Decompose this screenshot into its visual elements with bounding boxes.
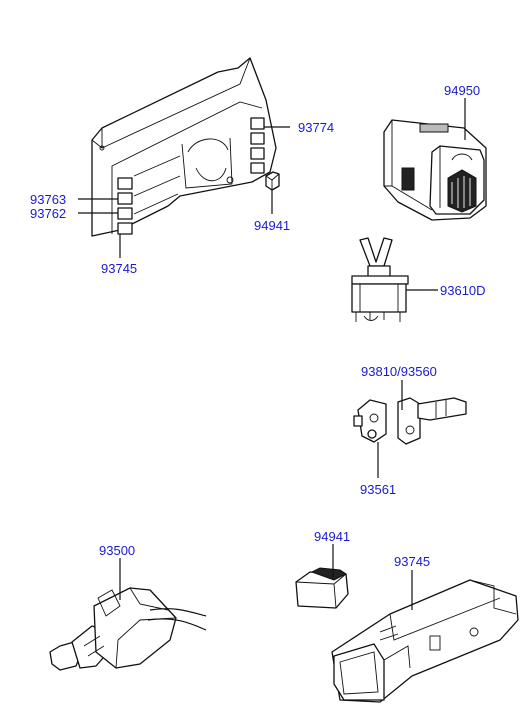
toggle-switch-93610D — [351, 237, 409, 322]
left-switch-blanks — [117, 177, 133, 235]
small-blank-cap-top — [265, 171, 280, 191]
label-93745-top: 93745 — [101, 261, 137, 276]
label-93610D: 93610D — [440, 283, 486, 298]
label-93810-93560: 93810/93560 — [361, 364, 437, 379]
label-94941-bottom: 94941 — [314, 529, 350, 544]
blank-cap-94941-bottom — [295, 567, 349, 609]
dashboard-panel — [91, 57, 277, 237]
label-94950: 94950 — [444, 83, 480, 98]
label-93762: 93762 — [30, 206, 66, 221]
label-94941-top: 94941 — [254, 218, 290, 233]
right-switch-blanks — [250, 117, 265, 174]
label-93561: 93561 — [360, 482, 396, 497]
label-93500: 93500 — [99, 543, 135, 558]
door-switch-93810 — [397, 397, 467, 445]
blank-switch-93745-bottom — [331, 579, 519, 703]
label-93774: 93774 — [298, 120, 334, 135]
door-switch-93561 — [353, 399, 387, 443]
stop-lamp-switch-93500 — [49, 587, 207, 671]
label-93763: 93763 — [30, 192, 66, 207]
rotary-switch-94950 — [383, 119, 487, 221]
label-93745-bottom: 93745 — [394, 554, 430, 569]
